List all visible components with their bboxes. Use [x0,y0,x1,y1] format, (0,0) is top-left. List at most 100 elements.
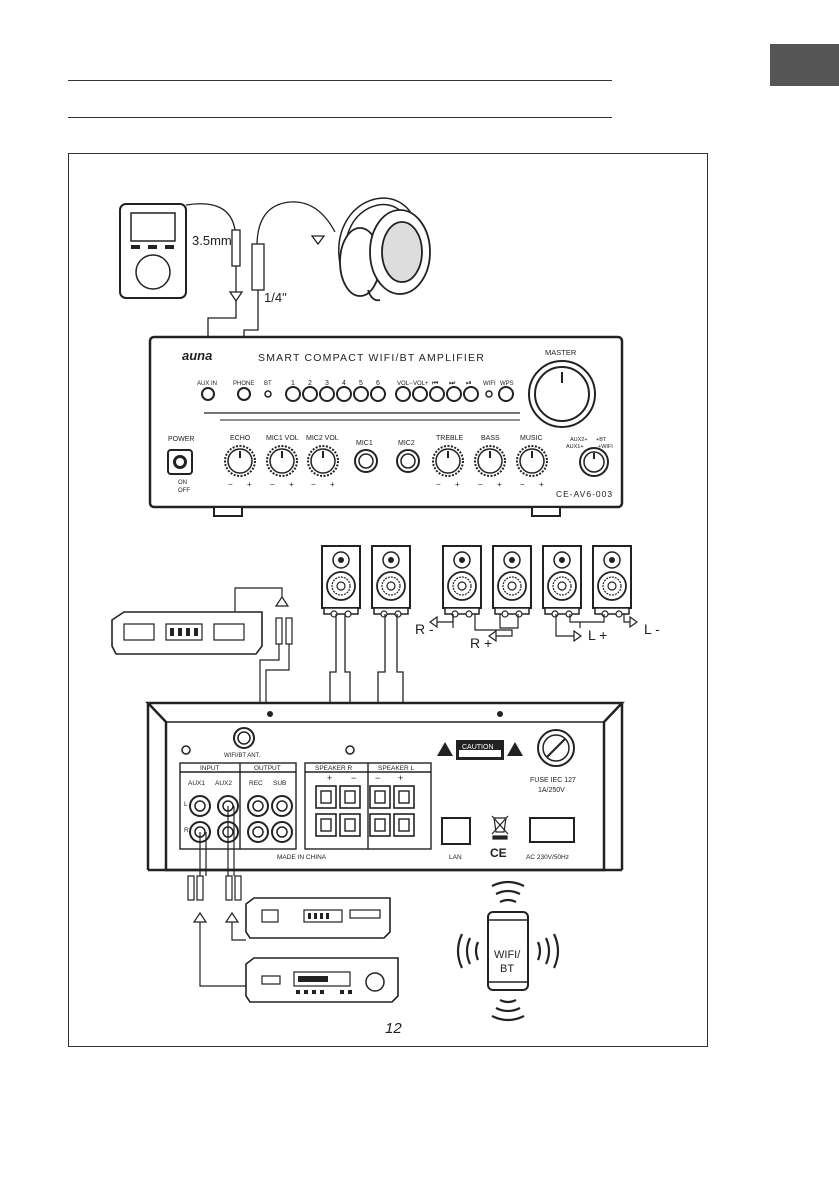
input-label: INPUT [200,765,220,772]
aux-in-jack[interactable] [201,387,215,401]
speaker-l-plus: + [398,773,403,783]
power-off-label: OFF [178,488,190,494]
speaker-group [321,545,632,618]
lan-port[interactable] [441,817,471,845]
bt-label: BT [264,381,272,387]
lan-label: LAN [449,854,462,861]
phone-label-bt: BT [500,963,514,975]
rca-jack[interactable] [247,821,269,843]
bass-plus: + [497,480,502,489]
speaker-terminal[interactable] [369,785,391,809]
connection-diagram-frame [68,153,708,1047]
smartphone-icon [487,911,529,991]
speaker-terminal[interactable] [393,813,415,837]
wifi-label: WIFI [483,381,496,387]
ce-mark: CE [490,846,507,860]
channel-1-label: 1 [291,380,295,387]
output-label: OUTPUT [254,765,281,772]
channel-1-button[interactable] [285,386,301,402]
aux-in-label: AUX IN [197,381,217,387]
treble-minus: − [436,480,441,489]
mp3-player-icon [119,203,187,299]
antenna-connector[interactable] [233,727,255,749]
speaker-cabinet-icon [542,545,582,618]
rca-jack[interactable] [247,795,269,817]
mic1-jack[interactable] [354,449,378,473]
channel-2-label: 2 [308,380,312,387]
speaker-wiring [428,614,639,643]
source-selector-knob[interactable] [579,447,609,477]
mic1-minus: − [270,480,275,489]
channel-3-label: 3 [325,380,329,387]
next-button[interactable] [446,386,462,402]
selector-label-bt: +BT [596,437,607,443]
channel-3-button[interactable] [319,386,335,402]
vol-minus-button[interactable] [395,386,411,402]
knob-range-markers: − + − + − + − + − + − + [228,480,544,489]
wifi-led [485,390,493,398]
aux1-label: AUX1 [188,780,205,787]
prev-button[interactable] [429,386,445,402]
music-plus: + [539,480,544,489]
vol-plus-button[interactable] [412,386,428,402]
l-plus-label: L + [588,627,607,643]
caution-label-icon [437,740,523,760]
device-title: SMART COMPACT WIFI/BT AMPLIFIER [258,352,485,364]
speaker-l-minus: − [375,773,380,783]
mic2-minus: − [311,480,316,489]
caution-text: CAUTION [462,744,494,751]
header-rule-bottom [68,117,612,118]
speaker-cabinet-icon [492,545,532,618]
treble-plus: + [455,480,460,489]
sub-label: SUB [273,780,286,787]
speaker-terminal[interactable] [315,813,337,837]
speaker-terminal[interactable] [393,785,415,809]
vol-minus-label: VOL− [397,381,413,387]
master-knob[interactable] [528,360,596,428]
channel-6-button[interactable] [370,386,386,402]
power-button[interactable] [167,449,193,475]
play-pause-button[interactable] [463,386,479,402]
r-plus-label: R + [470,635,492,651]
speaker-terminal[interactable] [369,813,391,837]
transport-buttons: VOL− VOL+ ⏮ ⏭ ⏯ WIFI WPS [395,380,514,402]
phone-jack[interactable] [237,387,251,401]
fuse-label: FUSE IEC 127 [530,777,576,784]
bass-minus: − [478,480,483,489]
channel-4-label: 4 [342,380,346,387]
speaker-terminal[interactable] [315,785,337,809]
mic2-vol-label: MIC2 VOL [306,435,339,442]
aux2-label: AUX2 [215,780,232,787]
channel-buttons: 1 2 3 4 5 6 [285,380,386,402]
mic1-vol-knob[interactable] [266,445,298,477]
ac-power-socket[interactable] [529,817,575,843]
antenna-label: WIFI/BT ANT. [224,753,261,759]
mic1-plus: + [289,480,294,489]
channel-5-button[interactable] [353,386,369,402]
speaker-cabinet-icon [371,545,411,618]
fuse-holder[interactable] [537,729,575,767]
bass-knob[interactable] [474,445,506,477]
channel-2-button[interactable] [302,386,318,402]
speaker-cabinet-icon [592,545,632,618]
mic2-vol-knob[interactable] [307,445,339,477]
speaker-terminal[interactable] [339,785,361,809]
weee-bin-icon [491,815,509,840]
brand-logo: auna [182,348,212,363]
phone-label: PHONE [233,381,254,387]
music-knob[interactable] [516,445,548,477]
treble-knob[interactable] [432,445,464,477]
rca-jack[interactable] [271,821,293,843]
header-rule-top [68,80,612,81]
channel-4-button[interactable] [336,386,352,402]
wps-button[interactable] [498,386,514,402]
rca-jack[interactable] [189,795,211,817]
echo-knob[interactable] [224,445,256,477]
made-in-label: MADE IN CHINA [277,854,327,861]
speaker-terminal-panel [304,762,432,850]
rca-jack[interactable] [271,795,293,817]
mic2-plus: + [330,480,335,489]
mic2-jack[interactable] [396,449,420,473]
speaker-terminal[interactable] [339,813,361,837]
l-minus-label: L - [644,621,660,637]
